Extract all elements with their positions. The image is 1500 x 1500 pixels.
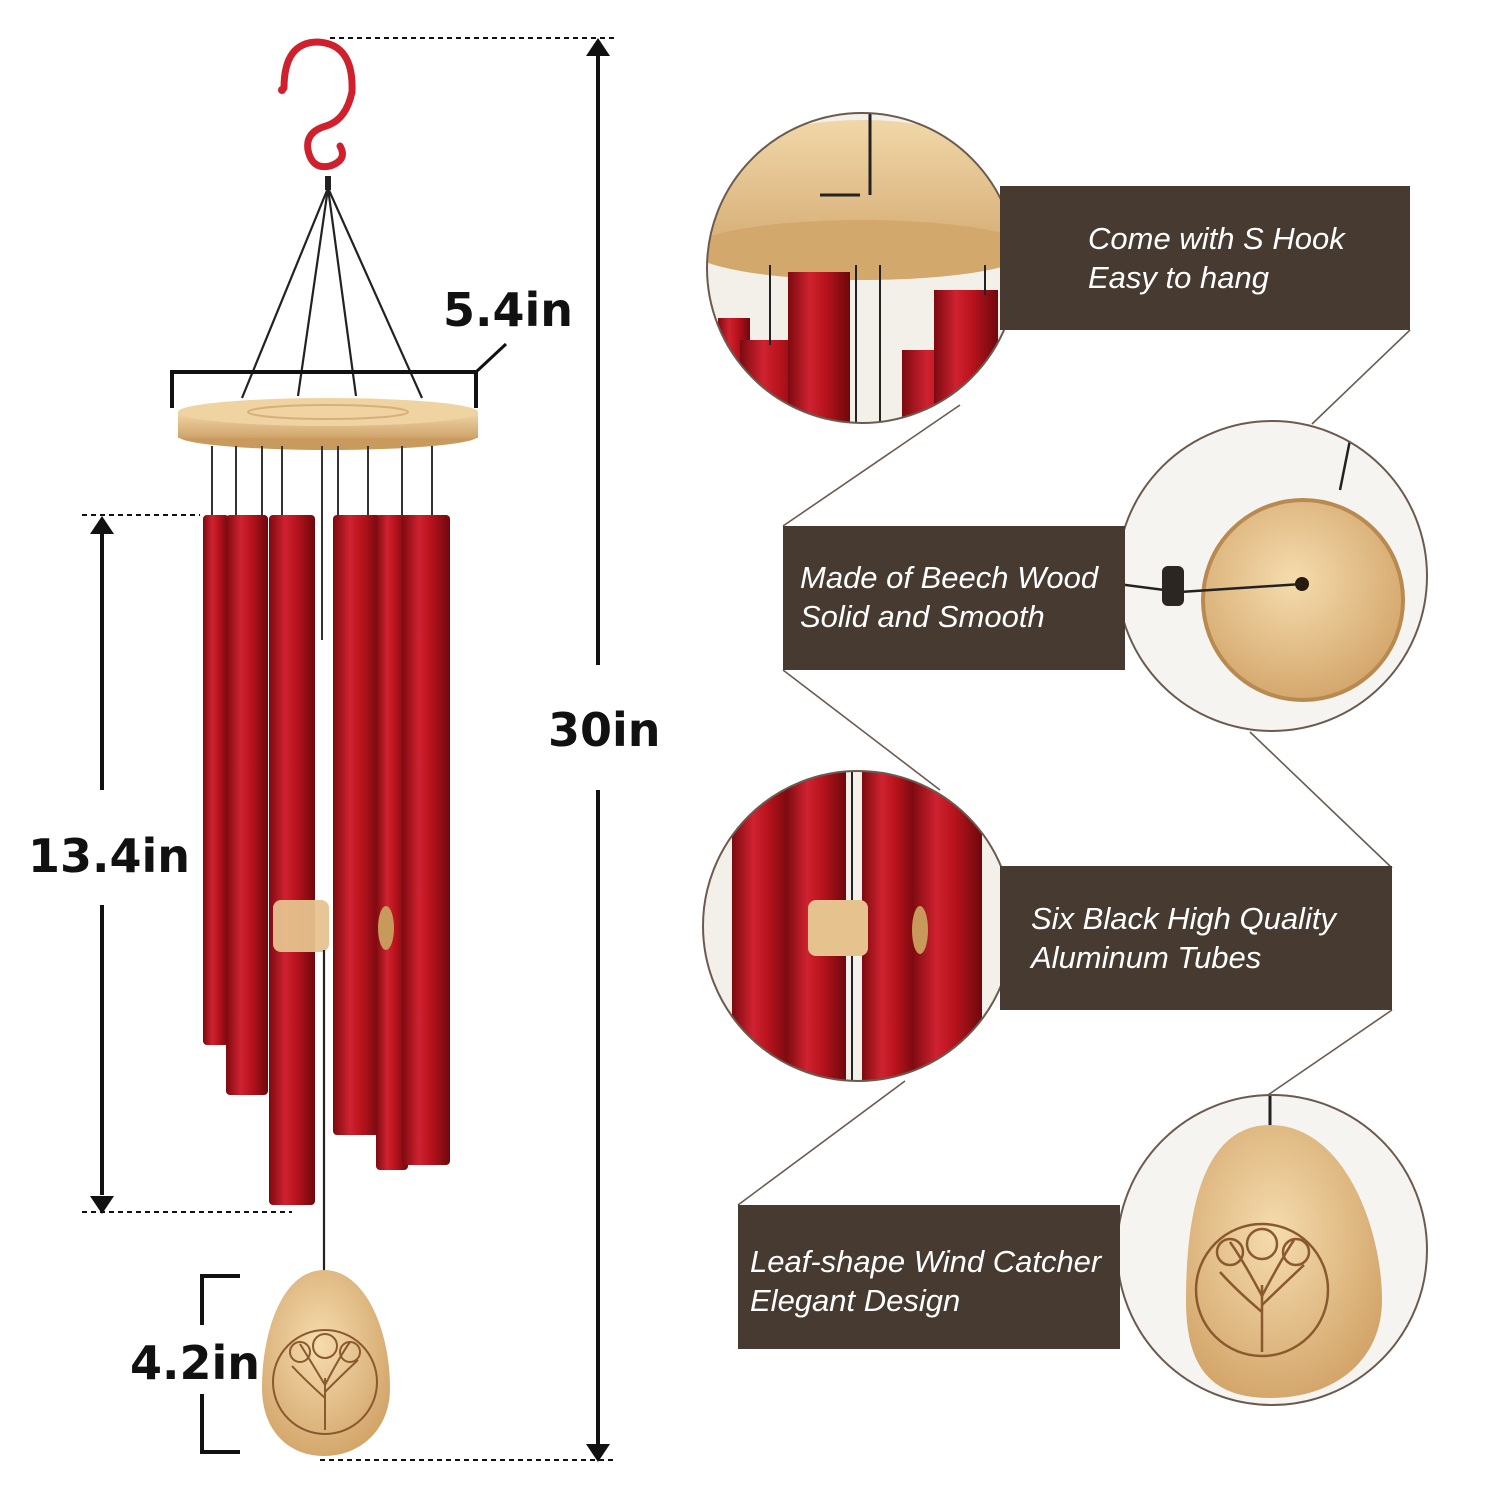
- feature-panel-hook: [1000, 186, 1410, 330]
- closeup-catcher: [1116, 1094, 1428, 1406]
- feature-panel-wood: [783, 526, 1125, 670]
- feature-line: Easy to hang: [1088, 260, 1269, 295]
- feature-line: Leaf-shape Wind Catcher: [750, 1244, 1102, 1279]
- feature-caption-catcher: Leaf-shape Wind Catcher Elegant Design: [750, 1242, 1101, 1320]
- wind-chime: [170, 38, 508, 1456]
- aluminum-tubes: [203, 515, 450, 1205]
- feature-line: Solid and Smooth: [800, 599, 1045, 634]
- feature-caption-tubes: Six Black High Quality Aluminum Tubes: [1031, 899, 1336, 977]
- feature-line: Six Black High Quality: [1031, 901, 1336, 936]
- feature-line: Come with S Hook: [1088, 221, 1345, 256]
- feature-caption-hook: Come with S Hook Easy to hang: [1088, 219, 1345, 297]
- feature-line: Elegant Design: [750, 1283, 961, 1318]
- s-hook-icon: [280, 38, 356, 171]
- feature-caption-wood: Made of Beech Wood Solid and Smooth: [800, 558, 1098, 636]
- tube-length-label: 13.4in: [28, 829, 191, 883]
- closeup-wood: [1116, 420, 1428, 732]
- total-height-label: 30in: [548, 703, 661, 757]
- catcher-height-label: 4.2in: [130, 1336, 261, 1390]
- closeup-hook: [706, 112, 1018, 424]
- feature-line: Aluminum Tubes: [1031, 940, 1262, 975]
- feature-panel-tubes: [1000, 866, 1392, 1010]
- closeup-tubes: [702, 770, 1014, 1082]
- feature-line: Made of Beech Wood: [800, 560, 1099, 595]
- connector-lines: [737, 329, 1411, 1206]
- wind-catcher-icon: [262, 1270, 390, 1456]
- dimension-lines: [82, 37, 615, 1462]
- feature-panel-catcher: [738, 1205, 1120, 1349]
- width-label: 5.4in: [443, 283, 574, 337]
